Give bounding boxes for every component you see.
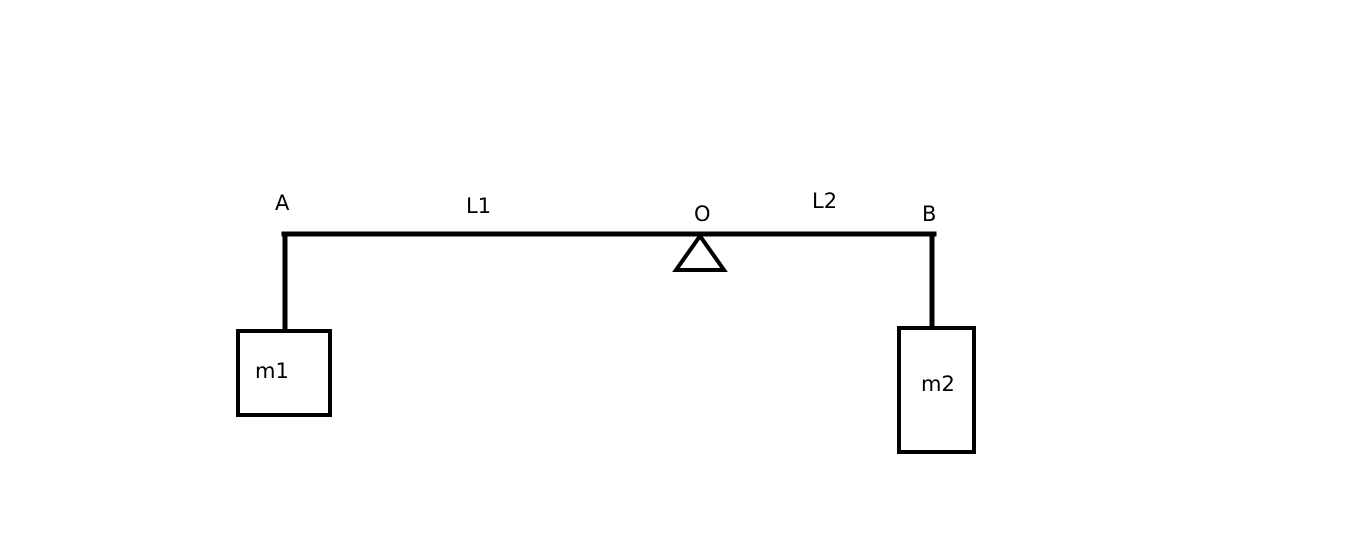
label-mass-right: m2: [921, 372, 955, 396]
label-mass-left: m1: [255, 359, 289, 383]
mass-block-right: [897, 326, 976, 454]
label-pivot: O: [694, 202, 711, 226]
fulcrum-triangle: [672, 232, 728, 272]
label-point-b: B: [922, 202, 936, 226]
label-point-a: A: [275, 191, 290, 215]
mass-block-left: [236, 329, 332, 417]
label-length-right: L2: [812, 189, 837, 213]
label-length-left: L1: [466, 194, 491, 218]
